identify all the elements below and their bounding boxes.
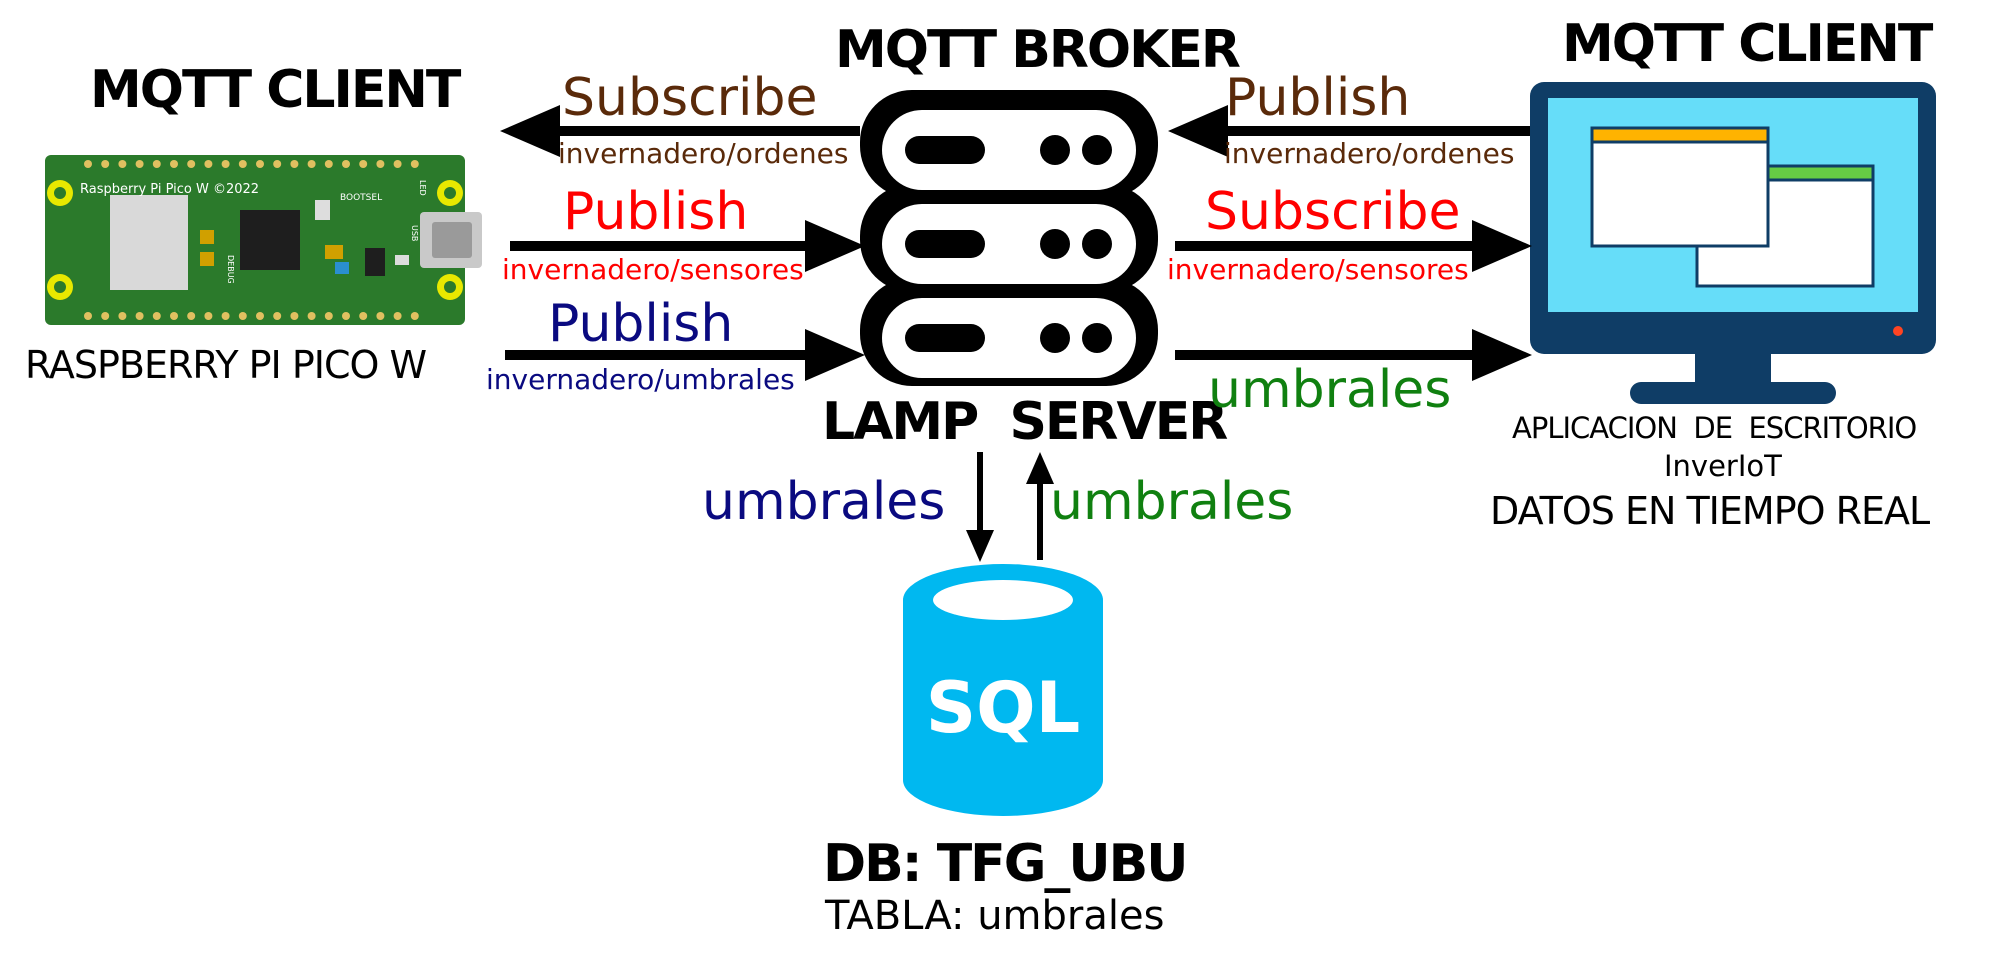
left-client-device-name: RASPBERRY PI PICO W <box>25 343 427 387</box>
header-pin <box>187 160 196 168</box>
header-pin <box>410 312 419 320</box>
arrow-umbrales-to-db <box>966 452 994 562</box>
header-pin <box>393 312 402 320</box>
desktop-monitor-icon <box>1530 82 1936 404</box>
right-client-app-line3: DATOS EN TIEMPO REAL <box>1490 489 1930 533</box>
database-table: TABLA: umbrales <box>825 893 1165 939</box>
usb-label: USB <box>410 225 419 241</box>
header-pin <box>135 160 144 168</box>
header-pin <box>307 312 316 320</box>
right-client-app-line1: APLICACION DE ESCRITORIO <box>1512 411 1917 445</box>
header-pin <box>256 160 264 168</box>
right-flow-2-action: Subscribe <box>1205 182 1461 242</box>
header-pin <box>118 312 127 320</box>
left-flow-2-action: Publish <box>563 182 749 242</box>
header-pin <box>342 312 350 320</box>
header-pin <box>273 312 282 320</box>
header-pin <box>187 312 196 320</box>
header-pin <box>359 160 368 168</box>
header-pin <box>307 160 316 168</box>
header-pin <box>135 312 144 320</box>
header-pin <box>170 160 178 168</box>
arrow-umbrales-from-db <box>1026 452 1054 560</box>
header-pin <box>101 312 110 320</box>
debug-label: DEBUG <box>226 255 235 284</box>
header-pin <box>324 312 333 320</box>
header-pin <box>221 312 230 320</box>
database-name: DB: TFG_UBU <box>823 834 1188 894</box>
broker-heading: MQTT BROKER <box>835 20 1241 80</box>
broker-server-label: LAMP SERVER <box>822 392 1228 452</box>
header-pin <box>376 160 385 168</box>
bootsel-label: BOOTSEL <box>340 193 382 203</box>
right-flow-1-topic: invernadero/ordenes <box>1224 137 1515 170</box>
header-pin <box>221 160 230 168</box>
header-pin <box>152 312 161 320</box>
database-cylinder-icon <box>903 564 1103 816</box>
raspberry-pi-pico-w-board <box>45 155 482 325</box>
right-client-app-line2: InverIoT <box>1664 449 1782 483</box>
header-pin <box>410 160 419 168</box>
header-pin <box>204 160 213 168</box>
arrow-umbrales-right <box>1175 329 1532 381</box>
header-pin <box>290 160 299 168</box>
db-flow-down-label: umbrales <box>702 472 946 532</box>
right-flow-2-topic: invernadero/sensores <box>1167 253 1469 286</box>
right-client-heading: MQTT CLIENT <box>1562 14 1933 74</box>
header-pin <box>273 160 282 168</box>
header-pin <box>238 312 247 320</box>
arrow-subscribe-sensores-right <box>1175 220 1532 272</box>
left-flow-2-topic: invernadero/sensores <box>502 253 804 286</box>
header-pin <box>376 312 385 320</box>
led-label: LED <box>418 180 427 196</box>
header-pin <box>256 312 264 320</box>
arrow-subscribe-left <box>500 105 860 157</box>
header-pin <box>84 160 92 168</box>
header-pin <box>118 160 127 168</box>
header-pin <box>290 312 299 320</box>
header-pin <box>238 160 247 168</box>
header-pin <box>324 160 333 168</box>
header-pin <box>84 312 92 320</box>
arrow-publish-sensores-left <box>510 220 865 272</box>
left-flow-1-topic: invernadero/ordenes <box>558 137 849 170</box>
left-client-heading: MQTT CLIENT <box>90 60 461 120</box>
right-flow-3-action: umbrales <box>1208 360 1452 420</box>
header-pin <box>204 312 213 320</box>
header-pin <box>393 160 402 168</box>
header-pin <box>101 160 110 168</box>
header-pin <box>170 312 178 320</box>
arrow-publish-umbrales-left <box>505 329 865 381</box>
left-flow-3-action: Publish <box>548 294 734 354</box>
rp2040-chip-icon <box>240 210 300 270</box>
db-flow-up-label: umbrales <box>1050 472 1294 532</box>
server-icon <box>860 90 1158 386</box>
sql-icon-text: SQL <box>926 667 1081 749</box>
header-pin <box>152 160 161 168</box>
board-silkscreen-text: Raspberry Pi Pico W ©2022 <box>80 182 259 197</box>
right-flow-1-action: Publish <box>1225 68 1411 128</box>
left-flow-3-topic: invernadero/umbrales <box>486 363 795 396</box>
arrow-publish-ordenes-right <box>1168 105 1530 157</box>
header-pin <box>342 160 350 168</box>
wifi-module-icon <box>110 195 188 290</box>
header-pin <box>359 312 368 320</box>
left-flow-1-action: Subscribe <box>562 68 818 128</box>
